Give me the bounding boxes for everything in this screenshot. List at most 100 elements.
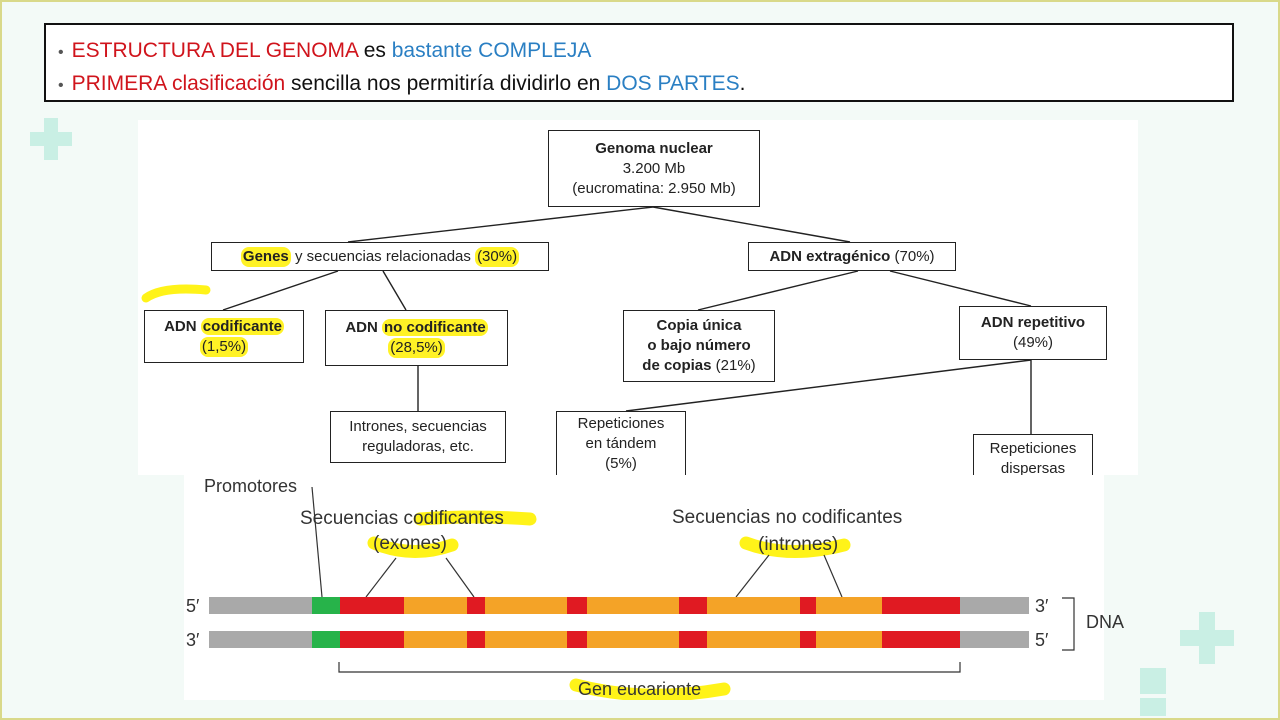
promoter-segment [312,631,340,648]
noncoding-dna-prefix: ADN [345,319,382,336]
decorative-plus-shape [44,118,58,160]
exon-segment [679,597,707,614]
tree-connectors [141,206,1032,434]
complex-text: bastante COMPLEJA [391,39,592,62]
introns-node: Intrones, secuencias reguladoras, etc. [330,411,506,463]
eukaryotic-gene-label: Gen eucarionte [578,679,702,699]
intron-segment [816,631,882,648]
dispersed-line-1: Repeticiones [989,440,1077,457]
promoter-segment [312,597,340,614]
dna-strand-top [209,597,1029,614]
single-copy-line-3: de copias (21%) [642,356,755,376]
noncoding-sequences-label: Secuencias no codificantes [672,507,903,528]
tandem-repeats-node: Repeticiones en tándem (5%) [556,411,686,475]
promoters-label: Promotores [204,476,298,496]
period-text: . [739,72,746,95]
repetitive-dna-percentage: (49%) [1012,334,1053,351]
coding-sequences-prefix: Secuencias [300,508,404,529]
extragenic-percentage: (70%) [890,247,935,265]
exon-segment [467,631,485,648]
intron-segment [404,631,467,648]
exon-segment [567,597,587,614]
two-parts-text: DOS PARTES [606,72,740,95]
intron-segment [707,597,800,614]
root-title: Genoma nuclear [595,139,713,157]
tandem-line-3: (5%) [605,454,637,472]
bullet: • [58,77,64,94]
noncoding-dna-node: ADN no codificante (28,5%) [325,310,508,366]
coding-dna-title: ADN codificante [164,317,284,337]
introns-line-2: reguladoras, etc. [362,438,474,455]
noncoding-dna-word: no codificante [381,319,488,336]
genes-node: Genes y secuencias relacionadas (30%) [211,242,549,271]
exon-segment [567,631,587,648]
genome-tree-panel: Genoma nuclear 3.200 Mb (eucromatina: 2.… [138,120,1138,477]
single-copy-percentage: (21%) [711,357,756,374]
coding-dna-prefix: ADN [164,317,201,335]
exon-segment [882,631,960,648]
repetitive-dna-node: ADN repetitivo (49%) [959,306,1107,360]
strand-top-3prime: 3′ [1035,596,1049,616]
strand-bottom-5prime: 5′ [1035,630,1049,650]
dna-label: DNA [1086,612,1125,632]
exon-segment [800,631,816,648]
flank-segment [960,631,1029,648]
coding-dna-word: codificante [200,317,284,335]
decorative-square [1140,668,1166,694]
summary-line-2: • PRIMERA clasificación sencilla nos perm… [58,68,1232,101]
exon-segment [800,597,816,614]
dna-strand-bottom [209,631,1029,648]
exon-segment [679,631,707,648]
exon-segment [340,597,404,614]
summary-box: • ESTRUCTURA DEL GENOMA es bastante COMPL… [44,23,1234,102]
intron-segment [816,597,882,614]
root-node-genoma-nuclear: Genoma nuclear 3.200 Mb (eucromatina: 2.… [548,130,760,207]
coding-dna-node: ADN codificante (1,5%) [144,310,304,363]
exon-segment [882,597,960,614]
connector-text: es [357,39,392,62]
summary-line-1: • ESTRUCTURA DEL GENOMA es bastante COMPL… [58,35,1232,68]
flank-segment [960,597,1029,614]
strand-bottom-3prime: 3′ [186,630,200,650]
extragenic-node: ADN extragénico (70%) [748,242,956,271]
dispersed-repeats-node: Repeticiones dispersas [973,434,1093,477]
flank-segment [209,631,312,648]
exons-label: (exones) [373,533,447,554]
genes-percentage: (30%) [475,246,520,267]
single-copy-line-1: Copia única [656,317,742,334]
intron-segment [587,597,679,614]
gene-structure-panel: Promotores Secuencias codificantes (exon… [184,475,1124,700]
root-note: (eucromatina: 2.950 Mb) [572,179,736,197]
strand-top-5prime: 5′ [186,596,200,616]
first-classification-text: PRIMERA clasificación [71,72,286,95]
dispersed-line-2: dispersas [1000,460,1066,477]
intron-segment [587,631,679,648]
intron-segment [485,597,567,614]
intron-segment [404,597,467,614]
genes-rest: y secuencias relacionadas [290,247,476,265]
connector-text: sencilla nos permitiría dividirlo en [285,72,607,95]
repetitive-dna-title: ADN repetitivo [980,314,1086,331]
introns-line-1: Intrones, secuencias [349,418,487,435]
noncoding-dna-percentage: (28,5%) [388,338,445,358]
single-copy-node: Copia única o bajo número de copias (21%… [623,310,775,382]
root-size: 3.200 Mb [622,159,686,177]
single-copy-copies: de copias [642,357,712,374]
decorative-plus-shape [1199,612,1215,664]
tandem-line-2: en tándem [585,434,657,452]
coding-sequences-word: codificantes [403,508,504,529]
gene-structure-graphics [311,486,1075,700]
noncoding-dna-title: ADN no codificante [345,318,488,338]
genes-label: Genes [240,246,291,267]
intron-segment [485,631,567,648]
flank-segment [209,597,312,614]
decorative-square [1140,698,1166,716]
coding-sequences-label: Secuencias codificantes [300,508,504,530]
intron-segment [707,631,800,648]
genome-structure-text: ESTRUCTURA DEL GENOMA [71,39,358,62]
bullet: • [58,44,64,61]
tandem-line-1: Repeticiones [577,414,665,432]
single-copy-line-2: o bajo número [647,337,751,354]
coding-dna-percentage: (1,5%) [199,336,249,357]
